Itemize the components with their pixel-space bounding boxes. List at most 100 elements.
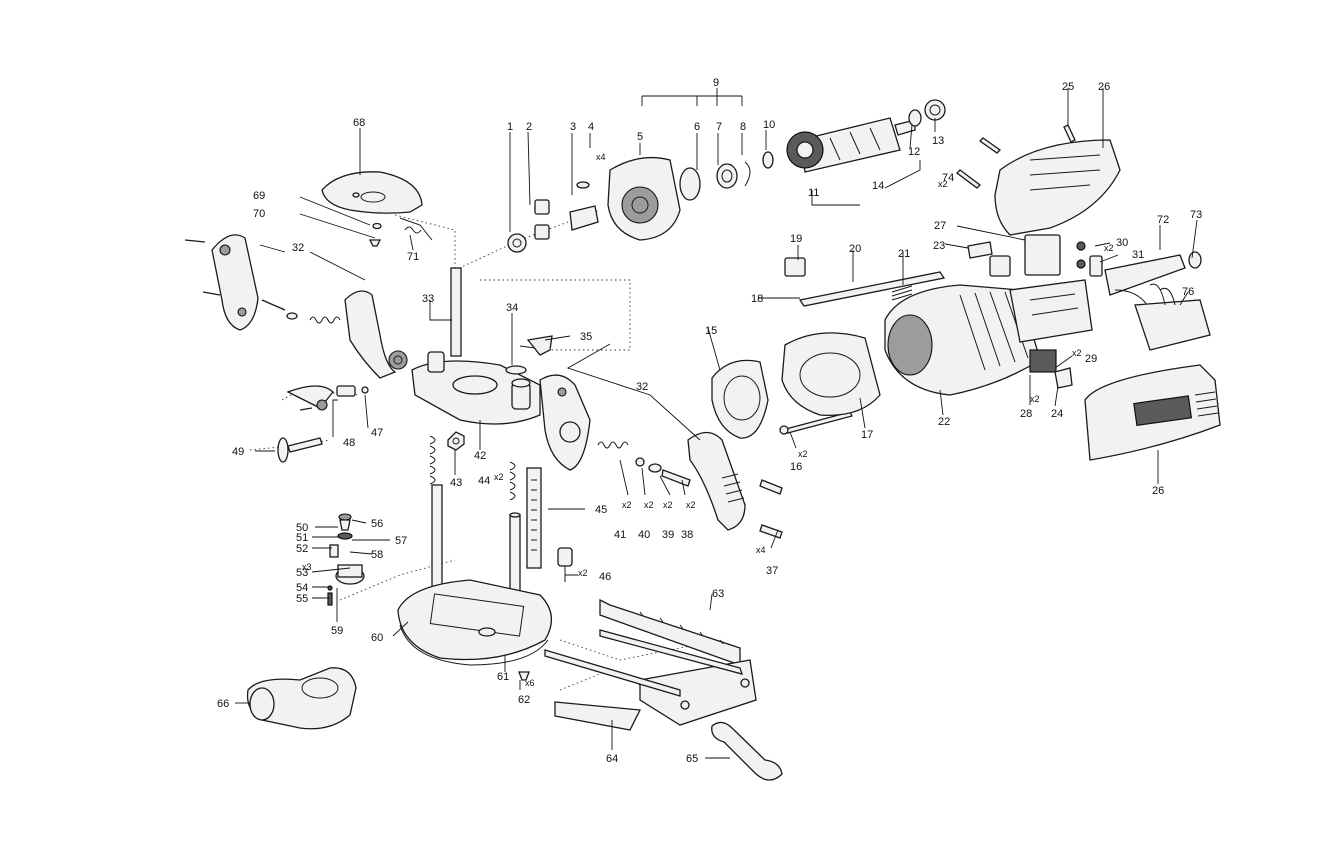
part-38-41-handle-pin-spring-right (597, 441, 691, 487)
part-label-44q: x2 (494, 472, 504, 482)
part-label-28: 28 (1020, 408, 1032, 420)
part-label-35: 35 (580, 331, 592, 343)
part-26-rear-cover (994, 139, 1121, 236)
part-label-47: 47 (371, 427, 383, 439)
part-label-27: 27 (934, 220, 946, 232)
part-37-screws (759, 479, 783, 539)
part-62-screw (518, 671, 530, 681)
part-label-37: 37 (766, 565, 778, 577)
part-label-10: 10 (763, 119, 775, 131)
part-label-62q: x6 (525, 678, 535, 688)
part-34-oring (505, 365, 527, 375)
part-label-16: 16 (790, 461, 802, 473)
part-32-right-handle-half (539, 374, 591, 471)
part-1-4-chuck-parts (507, 181, 599, 253)
part-33-column-rod (450, 267, 462, 357)
part-50-59-depth-turret (327, 513, 365, 606)
part-label-74q: x2 (938, 179, 948, 189)
part-64-guide-rods (544, 649, 681, 731)
part-label-15: 15 (705, 325, 717, 337)
part-label-56: 56 (371, 518, 383, 530)
part-label-45: 45 (595, 504, 607, 516)
part-label-38: 38 (681, 529, 693, 541)
part-label-20: 20 (849, 243, 861, 255)
part-66-dust-adapter (246, 667, 357, 730)
part-5-gear-head (607, 156, 681, 241)
part-22-motor-housing (884, 284, 1041, 396)
part-68-guard-plate (321, 171, 423, 214)
part-label-76: 76 (1182, 286, 1194, 298)
part-label-1: 1 (507, 121, 513, 133)
part-47-48-lever (286, 385, 369, 411)
part-6-8-bearing-set (679, 161, 751, 201)
part-11-armature (786, 117, 916, 173)
part-label-48: 48 (343, 437, 355, 449)
part-label-58: 58 (371, 549, 383, 561)
part-60-61-base-plate (397, 579, 552, 666)
part-label-40: 40 (638, 529, 650, 541)
part-12-13-bearings (908, 99, 946, 127)
part-label-33: 33 (422, 293, 434, 305)
part-column-springs (429, 435, 516, 501)
part-label-40q: x2 (644, 500, 654, 510)
part-71-spring (399, 217, 433, 241)
part-label-41q: x2 (622, 500, 632, 510)
part-label-62: 62 (518, 694, 530, 706)
leader-lines (235, 88, 1198, 759)
part-label-49: 49 (232, 446, 244, 458)
part-label-30q: x2 (1104, 243, 1114, 253)
part-32-right-handle-grip (687, 431, 746, 531)
part-18-21-switch-slide (784, 257, 946, 307)
part-32-left-handle-half (184, 234, 259, 331)
part-17-stator (781, 332, 881, 416)
part-label-42: 42 (474, 450, 486, 462)
part-label-55: 55 (296, 593, 308, 605)
part-46-thumb-screw (557, 547, 573, 582)
part-label-6: 6 (694, 121, 700, 133)
part-label-68: 68 (353, 117, 365, 129)
part-23-30-brush-parts (967, 234, 1103, 389)
part-label-18: 18 (751, 293, 763, 305)
part-label-25: 25 (1062, 81, 1074, 93)
part-label-54: 54 (296, 582, 308, 594)
part-label-53: 53 (296, 567, 308, 579)
part-label-66: 66 (217, 698, 229, 710)
part-label-13: 13 (932, 135, 944, 147)
part-label-72: 72 (1157, 214, 1169, 226)
part-label-37q: x4 (756, 545, 766, 555)
part-label-59: 59 (331, 625, 343, 637)
part-label-26a: 26 (1098, 81, 1110, 93)
part-label-51: 51 (296, 532, 308, 544)
part-43-nut (447, 431, 465, 451)
part-65-spanner (711, 721, 783, 781)
part-label-71: 71 (407, 251, 419, 263)
part-42-carriage (411, 351, 541, 425)
part-label-17: 17 (861, 429, 873, 441)
part-15-fan-baffle (711, 359, 769, 439)
part-label-64: 64 (606, 753, 618, 765)
part-label-73: 73 (1190, 209, 1202, 221)
part-label-63: 63 (712, 588, 724, 600)
part-label-5: 5 (637, 131, 643, 143)
part-label-28q: x2 (1030, 394, 1040, 404)
part-label-7: 7 (716, 121, 722, 133)
part-label-16q: x2 (798, 449, 808, 459)
part-label-12: 12 (908, 146, 920, 158)
part-handle-pin-spring-left (261, 299, 341, 324)
part-label-44: 44 (478, 475, 490, 487)
part-label-46q: x2 (578, 568, 588, 578)
part-label-21: 21 (898, 248, 910, 260)
part-63-parallel-guide (599, 598, 757, 726)
part-49-knob-bolt (277, 437, 323, 463)
part-10-washer (762, 151, 774, 169)
part-label-23: 23 (933, 240, 945, 252)
part-label-30: 30 (1116, 237, 1128, 249)
part-label-2: 2 (526, 121, 532, 133)
part-label-26b: 26 (1152, 485, 1164, 497)
part-label-22: 22 (938, 416, 950, 428)
part-label-70: 70 (253, 208, 265, 220)
part-electronics-module (1009, 279, 1093, 343)
part-label-19: 19 (790, 233, 802, 245)
part-label-4: 4 (588, 121, 594, 133)
